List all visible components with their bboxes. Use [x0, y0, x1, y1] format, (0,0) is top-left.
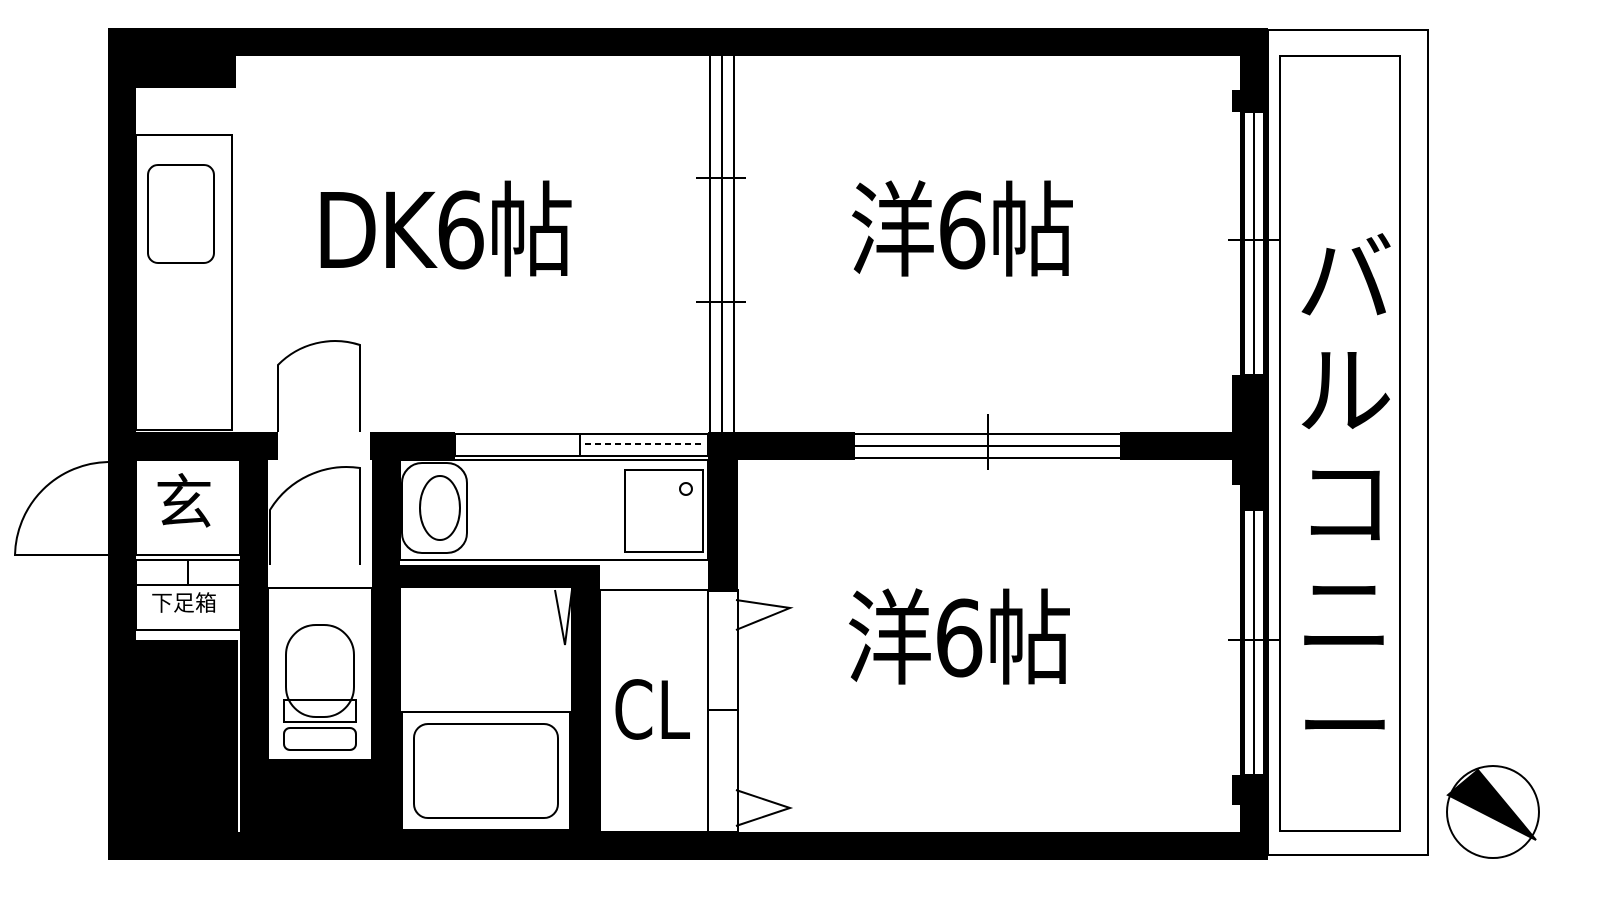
- balcony-char: ニ: [1295, 558, 1395, 675]
- closet-label: CL: [612, 665, 691, 758]
- wall-room-divider: [708, 432, 738, 592]
- bathroom: [399, 586, 573, 833]
- washroom: [399, 459, 709, 561]
- compass-ring: [1446, 765, 1540, 859]
- wall-top: [108, 28, 1268, 56]
- bathtub: [413, 723, 559, 819]
- wall-toilet-right: [372, 432, 400, 832]
- kitchen-sink: [147, 164, 215, 264]
- balcony: [1267, 29, 1429, 856]
- wash-basin-bowl: [419, 475, 461, 541]
- washing-machine-pan: [624, 469, 704, 553]
- bathtub-frame: [401, 711, 571, 831]
- wall-bottom: [108, 832, 1268, 860]
- entrance-label: 玄: [154, 469, 214, 539]
- toilet-tank: [283, 727, 357, 751]
- north-arrow-icon: [1446, 768, 1537, 841]
- wall-window-jamb: [1232, 90, 1268, 112]
- western-lower-label: 洋6帖: [845, 579, 1074, 701]
- balcony-char: バ: [1295, 222, 1395, 339]
- western-upper-label: 洋6帖: [848, 171, 1077, 293]
- toilet-seat: [283, 699, 357, 723]
- balcony-char: ー: [1295, 670, 1395, 787]
- wall-window-jamb: [1232, 775, 1268, 805]
- wall-entry-block: [108, 640, 238, 860]
- toilet-bowl: [285, 624, 355, 718]
- wall-toilet-bottom: [268, 760, 372, 832]
- fixtures: [13, 29, 1540, 859]
- entry-door-swing: [13, 461, 109, 556]
- shoe-cabinet-label: 下足箱: [151, 592, 218, 617]
- wall-toilet-left: [240, 432, 268, 860]
- closet-door: [735, 599, 794, 631]
- balcony-char: ル: [1295, 334, 1395, 451]
- wash-basin: [401, 462, 468, 554]
- door-swing: [277, 340, 361, 432]
- balcony-label: バ ル コ ニ ー: [1290, 225, 1400, 785]
- wall-corner-block: [136, 56, 236, 88]
- kitchen-counter: [135, 134, 233, 431]
- drain: [679, 482, 693, 496]
- door-swing: [269, 466, 361, 565]
- wall-partition-center: [720, 432, 855, 460]
- balcony-char: コ: [1295, 446, 1395, 563]
- wall-bath-top: [400, 565, 600, 587]
- closet-door: [735, 789, 794, 827]
- wall-bath-right: [572, 565, 600, 832]
- entrance: [135, 459, 241, 556]
- washroom-wall-strip: [454, 433, 709, 457]
- balcony-inner: [1279, 55, 1401, 832]
- dk-label: DK6帖: [312, 171, 576, 293]
- wall-window-jamb: [1232, 375, 1268, 485]
- toilet-room: [267, 587, 373, 761]
- bath-door: [554, 589, 573, 646]
